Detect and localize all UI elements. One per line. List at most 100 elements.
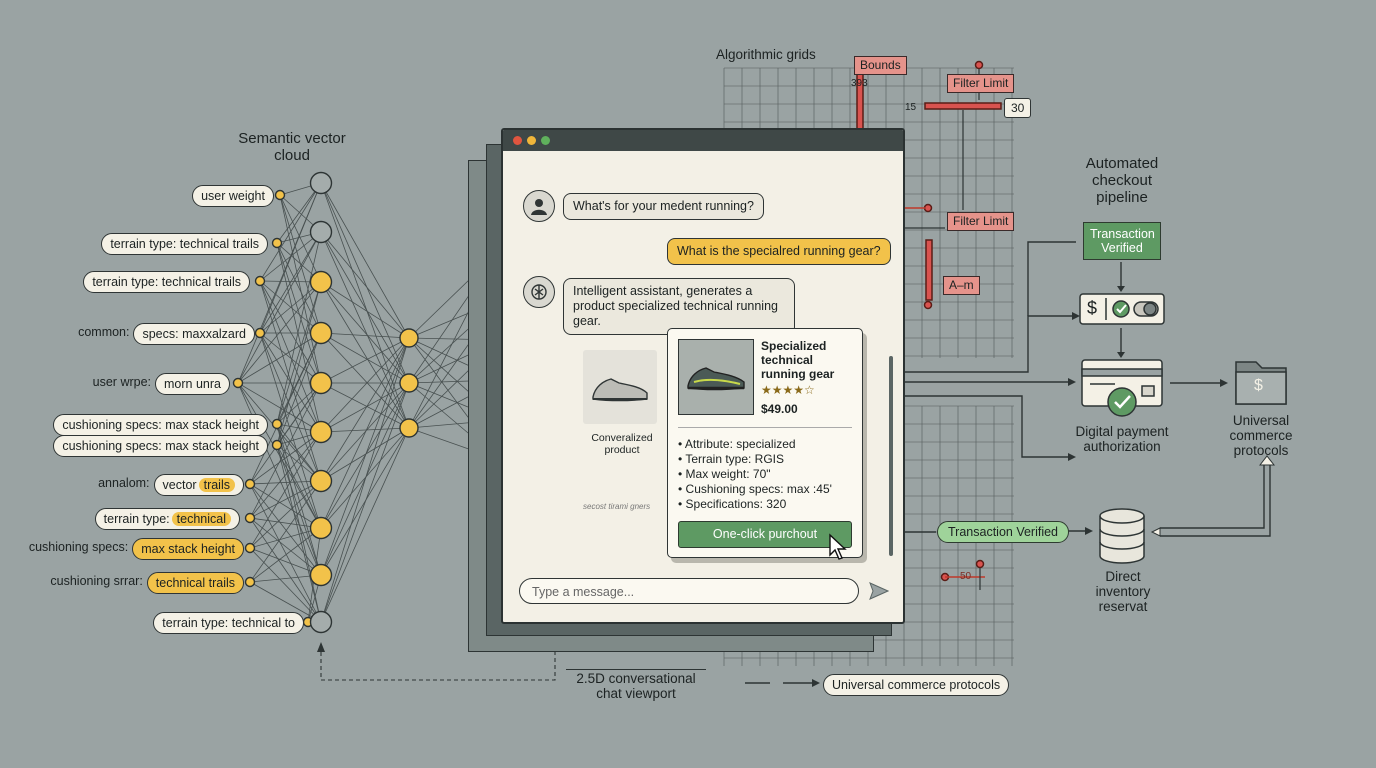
- database-icon: [1099, 508, 1145, 564]
- user-avatar-icon: [523, 190, 555, 222]
- input-anchor-node: [274, 189, 286, 201]
- attribute-text: terrain type: technical trails: [92, 275, 241, 289]
- arrowheads: [317, 286, 1276, 687]
- attribute-pill: max stack height: [132, 538, 244, 560]
- input-anchor-node: [254, 275, 266, 287]
- attribute-prefix: cushioning srrar:: [50, 574, 143, 588]
- input-anchor-node: [254, 327, 266, 339]
- input-anchor-node: [271, 439, 283, 451]
- attribute-pill: terrain type:technical: [94, 508, 240, 530]
- input-anchor-node: [244, 576, 256, 588]
- one-click-purchase-button[interactable]: One-click purchout: [678, 521, 852, 548]
- ghost-product-card: Converalized product secost tirami gners: [577, 342, 667, 518]
- attribute-text: vector: [162, 478, 197, 492]
- output-layer-node: [399, 328, 419, 348]
- attribute-prefix: annalom:: [98, 476, 150, 490]
- spec-item: • Attribute: specialized: [678, 437, 796, 451]
- attribute-pill: terrain type: technical trails: [101, 233, 268, 255]
- attribute-pill: cushioning specs: max stack height: [53, 435, 268, 457]
- card-divider: [678, 427, 852, 428]
- transaction-verified-box: Transaction Verified: [1083, 222, 1161, 260]
- hidden-layer-node: [309, 610, 333, 634]
- universal-protocols-label: Universal commerce protocols: [1229, 413, 1293, 458]
- attribute-text: terrain type:: [103, 512, 170, 526]
- spec-item: • Terrain type: RGIS: [678, 452, 785, 466]
- hidden-layer-node: [309, 420, 333, 444]
- attribute-highlight: technical trails: [155, 576, 235, 590]
- spec-item: • Cushioning specs: max :45': [678, 482, 832, 496]
- product-spec-list: • Attribute: specialized• Terrain type: …: [678, 437, 832, 512]
- algorithmic-grids-title: Algorithmic grids: [716, 47, 816, 62]
- filter-limit-tag-top: Filter Limit: [947, 74, 1015, 93]
- attribute-text: terrain type: technical to: [162, 616, 295, 630]
- window-titlebar: [503, 130, 903, 151]
- attribute-pill: cushioning specs: max stack height: [53, 414, 268, 436]
- attribute-text: user weight: [201, 189, 265, 203]
- hidden-layer-node: [309, 516, 333, 540]
- product-card[interactable]: Specialized technical running gear ★★★★☆…: [667, 328, 863, 560]
- product-rating-stars: ★★★★☆: [761, 383, 815, 397]
- assistant-message: Intelligent assistant, generates a produ…: [563, 278, 795, 335]
- dollar-icon: $: [1087, 298, 1098, 318]
- product-shoe-image: [678, 339, 754, 415]
- limit-left-value: 15: [905, 102, 917, 113]
- input-anchor-node: [244, 478, 256, 490]
- hidden-layer-node: [309, 171, 333, 195]
- attribute-text: specs: maxxalzard: [142, 327, 246, 341]
- filter-limit-tag-mid: Filter Limit: [947, 212, 1015, 231]
- mouse-cursor-icon: [829, 533, 847, 560]
- grid-small-value: 50: [960, 571, 972, 582]
- range-tag: A–m: [943, 276, 980, 295]
- product-price: $49.00: [761, 402, 798, 416]
- attribute-prefix: cushioning specs:: [28, 540, 129, 554]
- bottom-protocols-pill: Universal commerce protocols: [823, 674, 1010, 696]
- digital-payment-label: Digital payment authorization: [1075, 424, 1169, 454]
- hidden-layer-node: [309, 563, 333, 587]
- close-window-button[interactable]: [513, 136, 522, 145]
- input-anchor-node: [271, 237, 283, 249]
- chat-window: What's for your medent running? What is …: [501, 128, 905, 624]
- attribute-text: morn unra: [164, 377, 221, 391]
- output-layer-node: [399, 418, 419, 438]
- product-title: Specialized technical running gear: [761, 339, 835, 381]
- attribute-pill: specs: maxxalzard: [133, 323, 255, 345]
- user-message-2: What is the specialred running gear?: [667, 238, 891, 265]
- limit-value-box: 30: [1004, 98, 1032, 118]
- folder-icon: [1235, 361, 1287, 405]
- hidden-layer-node: [309, 220, 333, 244]
- attribute-highlight: trails: [198, 478, 235, 492]
- chat-viewport-caption: 2.5D conversational chat viewport: [566, 669, 706, 701]
- hidden-layer-node: [309, 270, 333, 294]
- ghost-card-footnote: secost tirami gners: [583, 502, 651, 511]
- folder-dollar-icon: $: [1254, 377, 1263, 394]
- attribute-pill: technical trails: [146, 572, 244, 594]
- attribute-prefix: common:: [78, 325, 130, 339]
- attribute-pill: user weight: [192, 185, 274, 207]
- ghost-shoe-image: [583, 350, 657, 424]
- input-anchor-node: [244, 542, 256, 554]
- bounds-value: 393: [851, 78, 868, 89]
- grid-dark-lines: [905, 69, 981, 590]
- checkout-pipeline-title: Automated checkout pipeline: [1085, 155, 1159, 206]
- assistant-avatar-icon: [523, 276, 555, 308]
- ghost-card-label: Converalized product: [591, 432, 653, 456]
- attribute-text: terrain type: technical trails: [110, 237, 259, 251]
- message-input[interactable]: Type a message...: [519, 578, 859, 604]
- input-anchor-node: [271, 418, 283, 430]
- minimize-window-button[interactable]: [527, 136, 536, 145]
- neural-network-nodes: [232, 171, 419, 634]
- chat-scrollbar[interactable]: [889, 356, 893, 556]
- input-anchor-node: [244, 512, 256, 524]
- send-icon[interactable]: [869, 582, 889, 600]
- direct-inventory-label: Direct inventory reservat: [1095, 569, 1151, 614]
- attribute-pill: morn unra: [155, 373, 230, 395]
- attribute-text: cushioning specs: max stack height: [62, 439, 259, 453]
- maximize-window-button[interactable]: [541, 136, 550, 145]
- input-anchor-node: [232, 377, 244, 389]
- attribute-highlight: technical: [171, 512, 231, 526]
- attribute-pill: terrain type: technical trails: [83, 271, 250, 293]
- output-layer-node: [399, 373, 419, 393]
- payment-toggle-box: [1079, 293, 1165, 325]
- vector-cloud-title: Semantic vector cloud: [238, 130, 346, 164]
